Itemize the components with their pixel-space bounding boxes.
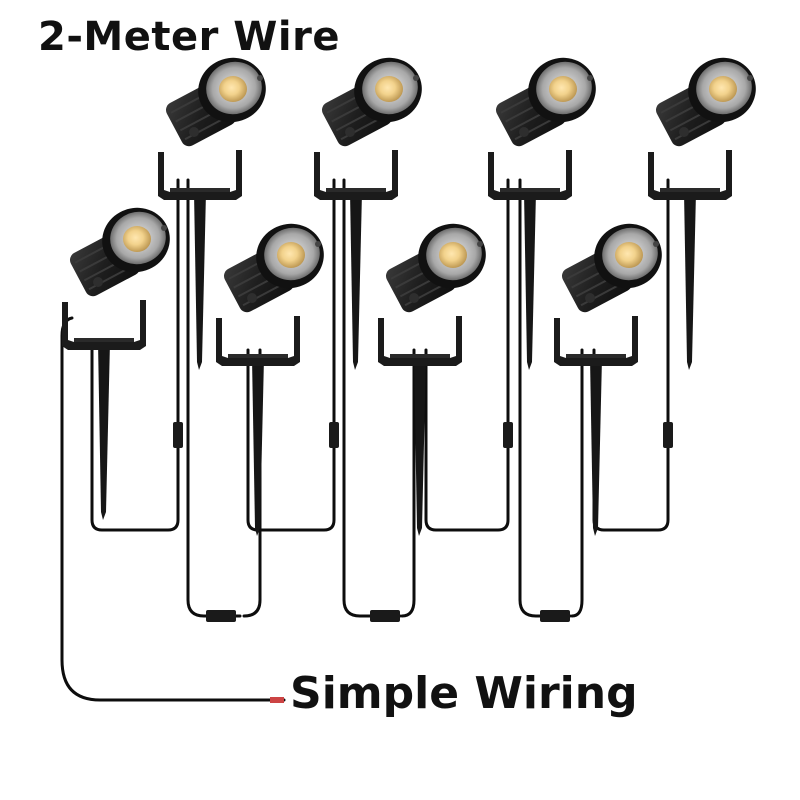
spotlight-front-4 <box>554 215 671 536</box>
wire-connectors <box>173 422 673 622</box>
spotlight-back-2 <box>314 49 431 371</box>
spotlight-back-4 <box>648 49 765 371</box>
wire-end <box>270 697 284 703</box>
spotlight-front-1 <box>62 199 179 520</box>
spotlight-back-3 <box>488 49 605 371</box>
spotlight-front-2 <box>216 215 333 536</box>
bottom-label: Simple Wiring <box>290 668 638 719</box>
top-label: 2-Meter Wire <box>38 14 340 60</box>
spotlight-front-3 <box>378 215 495 536</box>
